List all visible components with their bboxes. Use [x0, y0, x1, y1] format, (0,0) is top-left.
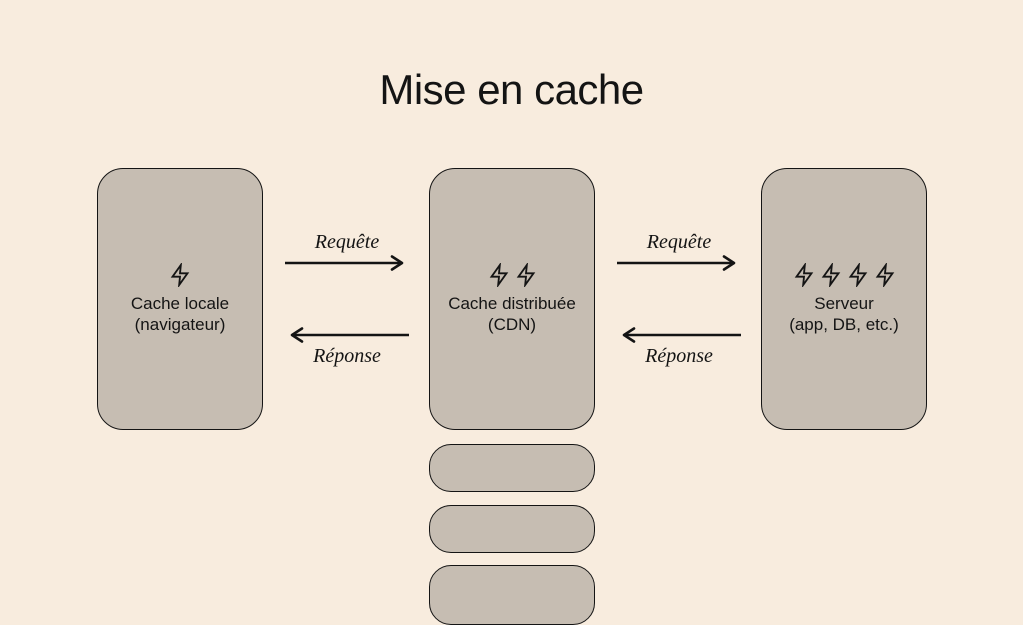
lightning-bolt-icon [794, 263, 813, 287]
cdn-stack-box [429, 444, 595, 492]
node-label-line1: Cache distribuée [448, 294, 576, 313]
node-label-line1: Cache locale [130, 294, 230, 313]
response-label: Réponse [313, 345, 381, 367]
cdn-stack-box [429, 565, 595, 625]
bolt-row [170, 263, 190, 287]
request-arrow-right-icon [617, 255, 736, 271]
request-label: Requête [646, 231, 712, 253]
lightning-bolt-icon [489, 263, 508, 287]
flow-local-to-cdn: Requête Réponse [285, 229, 409, 369]
response-arrow-left-icon [622, 327, 741, 343]
bolt-row [489, 263, 536, 287]
flow-cdn-to-server: Requête Réponse [617, 229, 741, 369]
response-arrow-left-icon [290, 327, 409, 343]
node-label-line2: (CDN) [487, 315, 537, 334]
cdn-stack-box [429, 505, 595, 553]
node-label-line2: (navigateur) [134, 315, 226, 334]
lightning-bolt-icon [875, 263, 894, 287]
lightning-bolt-icon [848, 263, 867, 287]
node-serveur: Serveur (app, DB, etc.) [761, 168, 927, 430]
node-cache-locale: Cache locale (navigateur) [97, 168, 263, 430]
node-label-line2: (app, DB, etc.) [789, 315, 899, 334]
node-label-line1: Serveur [814, 294, 874, 313]
lightning-bolt-icon [821, 263, 840, 287]
response-label: Réponse [645, 345, 713, 367]
lightning-bolt-icon [170, 263, 190, 287]
page-title: Mise en cache [379, 66, 644, 113]
node-cache-distribuee: Cache distribuée (CDN) [429, 168, 595, 430]
request-arrow-right-icon [285, 255, 404, 271]
request-label: Requête [314, 231, 380, 253]
bolt-row [794, 263, 895, 287]
lightning-bolt-icon [516, 263, 535, 287]
